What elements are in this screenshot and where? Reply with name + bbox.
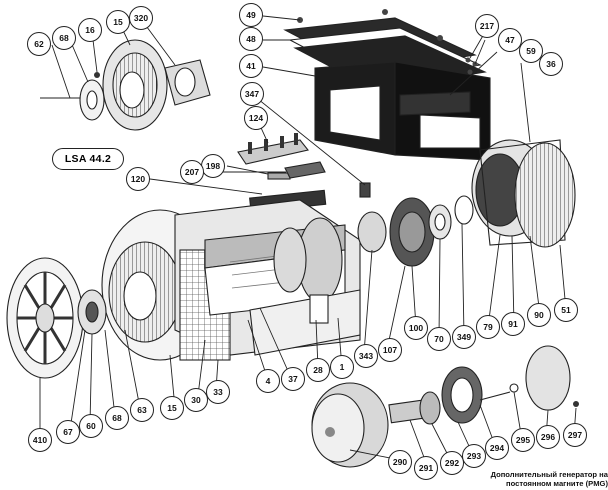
callout-291: 291 xyxy=(414,456,438,480)
callout-51: 51 xyxy=(554,298,578,322)
callout-36: 36 xyxy=(539,52,563,76)
callout-120: 120 xyxy=(126,167,150,191)
callout-70: 70 xyxy=(427,327,451,351)
callout-295: 295 xyxy=(511,428,535,452)
callout-59: 59 xyxy=(519,39,543,63)
callout-410: 410 xyxy=(28,428,52,452)
callout-28: 28 xyxy=(306,358,330,382)
terminal-box xyxy=(283,9,491,161)
callout-62: 62 xyxy=(27,32,51,56)
callout-47: 47 xyxy=(498,28,522,52)
callout-68-top: 68 xyxy=(52,26,76,50)
callout-1: 1 xyxy=(330,355,354,379)
callout-33: 33 xyxy=(206,380,230,404)
callout-15-bottom: 15 xyxy=(160,396,184,420)
callout-63: 63 xyxy=(130,398,154,422)
callout-67: 67 xyxy=(56,420,80,444)
model-label: LSA 44.2 xyxy=(52,148,124,170)
callout-217: 217 xyxy=(475,14,499,38)
callout-320: 320 xyxy=(129,6,153,30)
leader-lines xyxy=(39,15,577,469)
callout-15-top: 15 xyxy=(106,10,130,34)
pmg-caption-line2: постоянном магните (PMG) xyxy=(506,479,608,488)
callout-30: 30 xyxy=(184,388,208,412)
callout-37: 37 xyxy=(281,367,305,391)
callout-292: 292 xyxy=(440,451,464,475)
callout-68-bottom: 68 xyxy=(105,406,129,430)
callout-294: 294 xyxy=(485,436,509,460)
callout-4: 4 xyxy=(256,369,280,393)
rear-fan-assembly xyxy=(40,39,211,131)
callout-60: 60 xyxy=(79,414,103,438)
callout-347: 347 xyxy=(240,82,264,106)
drive-end-flange xyxy=(6,257,107,379)
pmg-caption: Дополнительный генератор на постоянном м… xyxy=(428,470,608,488)
callout-198: 198 xyxy=(201,154,225,178)
callout-91: 91 xyxy=(501,312,525,336)
callout-343: 343 xyxy=(354,344,378,368)
callout-100: 100 xyxy=(404,316,428,340)
callout-207: 207 xyxy=(180,160,204,184)
callout-48: 48 xyxy=(239,27,263,51)
pmg-caption-line1: Дополнительный генератор на xyxy=(490,470,608,479)
callout-90: 90 xyxy=(527,303,551,327)
callout-293: 293 xyxy=(462,444,486,468)
exciter-assembly xyxy=(357,139,576,267)
callout-296: 296 xyxy=(536,425,560,449)
callout-49: 49 xyxy=(239,3,263,27)
callout-290: 290 xyxy=(388,450,412,474)
callout-41: 41 xyxy=(239,54,263,78)
callout-16: 16 xyxy=(78,18,102,42)
terminal-strip xyxy=(237,133,309,165)
pmg-assembly xyxy=(311,345,579,468)
callout-79: 79 xyxy=(476,315,500,339)
callout-297: 297 xyxy=(563,423,587,447)
main-generator-body xyxy=(101,189,361,361)
callout-124: 124 xyxy=(244,106,268,130)
callout-107: 107 xyxy=(378,338,402,362)
callout-349: 349 xyxy=(452,325,476,349)
